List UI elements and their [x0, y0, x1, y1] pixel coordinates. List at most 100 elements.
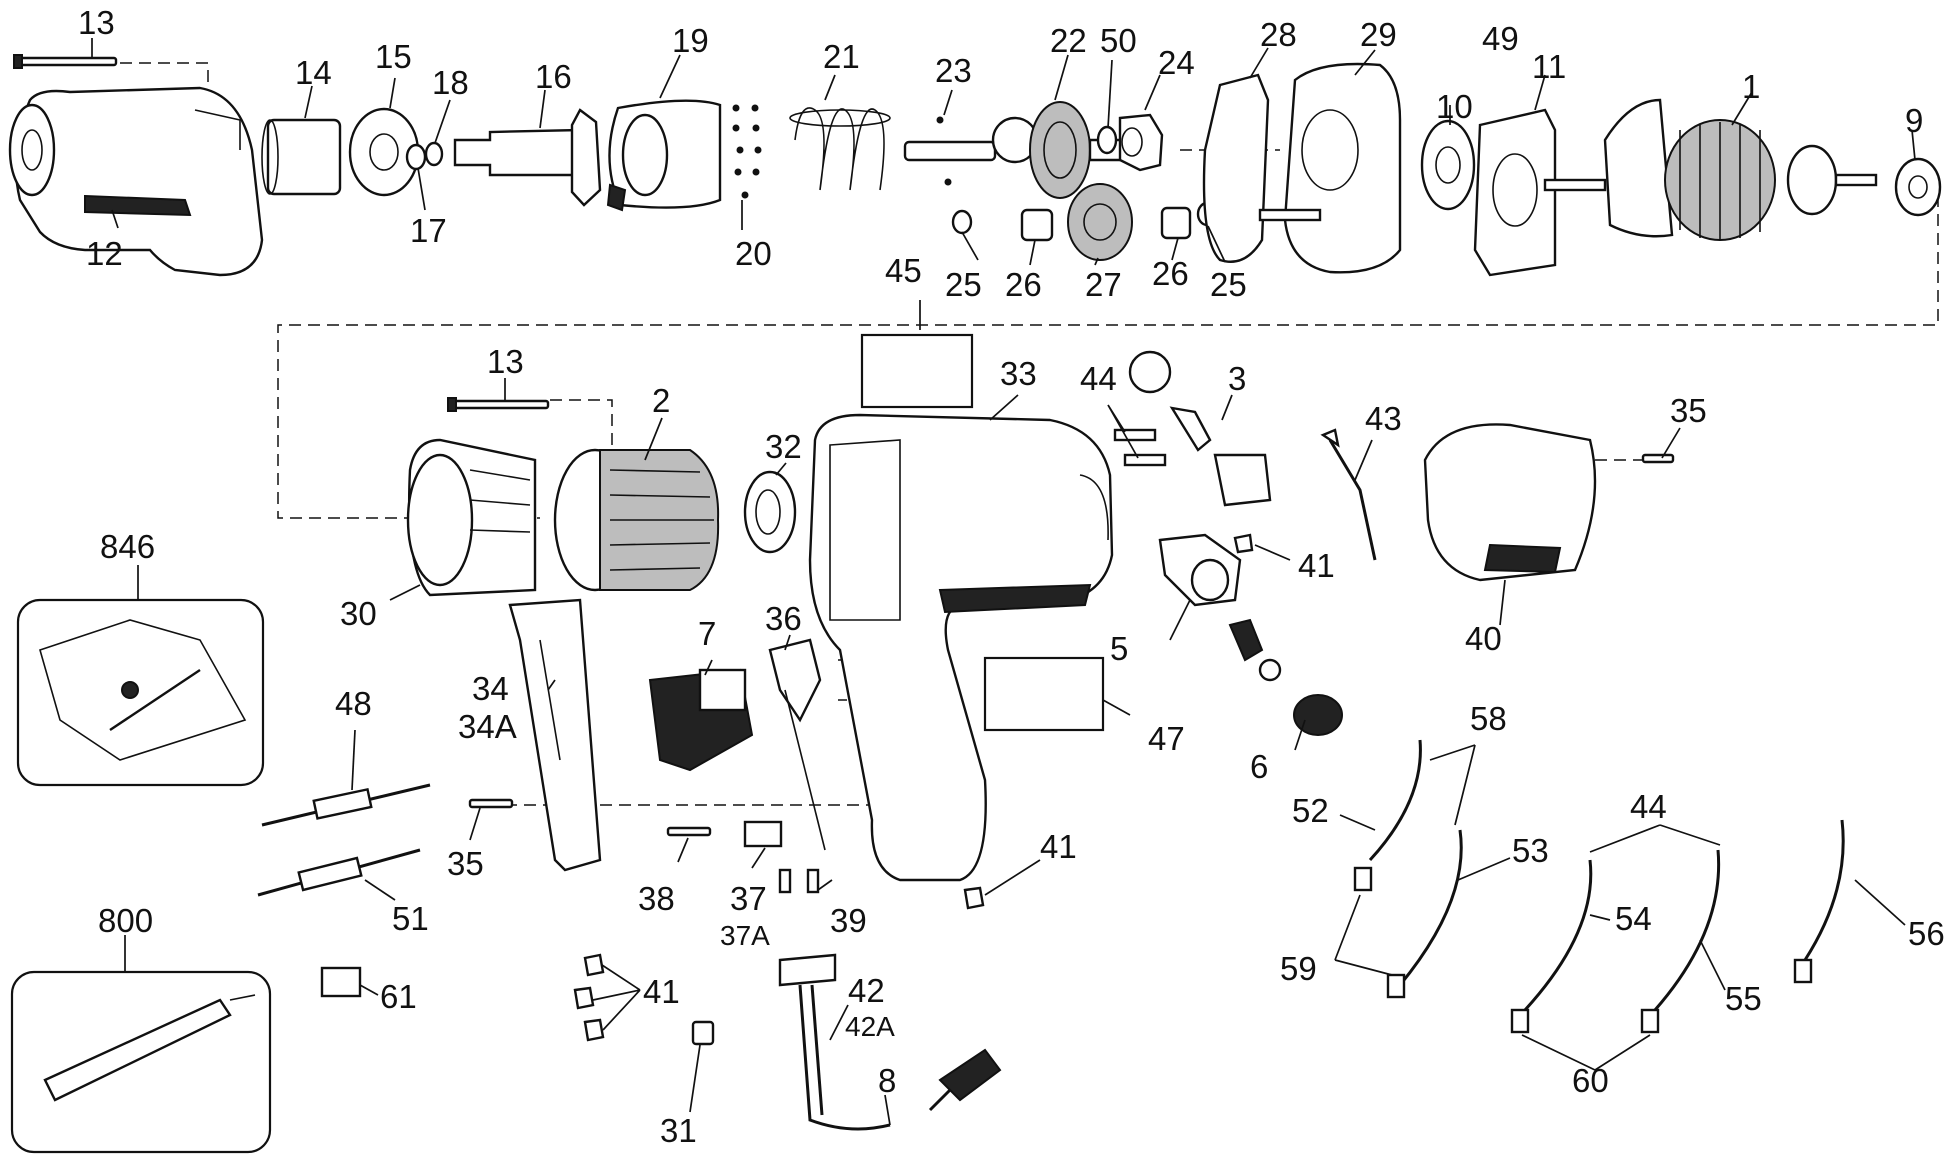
part-54-55-leads: [1510, 849, 1721, 1034]
callout-6: 6: [1250, 748, 1268, 785]
callout-20: 20: [735, 235, 772, 272]
part-21-spring: [789, 107, 891, 191]
callout-59: 59: [1280, 950, 1317, 987]
part-24-bearing: [1118, 113, 1164, 172]
part-35-screw-right: [1641, 453, 1675, 464]
callout-846: 846: [100, 528, 155, 565]
part-52-53-leads: [1353, 739, 1463, 999]
callout-29: 29: [1360, 16, 1397, 53]
part-20-balls: [732, 104, 762, 199]
callout-58: 58: [1470, 700, 1507, 737]
callout-17: 17: [410, 212, 447, 249]
part-22-spindle: [903, 101, 1127, 199]
callout-45: 45: [885, 252, 922, 289]
callout-54: 54: [1615, 900, 1652, 937]
part-33-housing: [808, 413, 1114, 882]
part-800-kit-box: [10, 970, 272, 1154]
part-23-ball: [936, 116, 952, 186]
callout-35-left: 35: [447, 845, 484, 882]
part-61-clip: [320, 966, 362, 998]
callout-60: 60: [1572, 1062, 1609, 1099]
callout-1: 1: [1742, 68, 1760, 105]
part-41-terminals-lower: [573, 886, 985, 1042]
part-3-brush-holder: [1128, 350, 1272, 507]
callout-42a: 42A: [845, 1011, 895, 1042]
callout-14: 14: [295, 54, 332, 91]
callout-9: 9: [1905, 102, 1923, 139]
part-13-screw-top: [13, 54, 118, 69]
part-30-field-case: [406, 438, 537, 597]
callout-50: 50: [1100, 22, 1137, 59]
callout-15: 15: [375, 38, 412, 75]
callout-36: 36: [765, 600, 802, 637]
callout-26-right: 26: [1152, 255, 1189, 292]
part-37-terminal-block: [743, 820, 783, 848]
callout-12: 12: [86, 235, 123, 272]
callout-25-right: 25: [1210, 266, 1247, 303]
part-51-splice: [257, 848, 421, 897]
callout-41-middle: 41: [1298, 547, 1335, 584]
callout-800: 800: [98, 902, 153, 939]
part-38-screw: [666, 826, 712, 837]
callout-24: 24: [1158, 44, 1195, 81]
callout-18: 18: [432, 64, 469, 101]
callout-27: 27: [1085, 266, 1122, 303]
callout-37: 37: [730, 880, 767, 917]
callout-34a: 34A: [458, 708, 517, 745]
callout-7: 7: [698, 615, 716, 652]
part-26-bushings: [1020, 206, 1192, 242]
callout-25-left: 25: [945, 266, 982, 303]
callout-8: 8: [878, 1062, 896, 1099]
callout-47: 47: [1148, 720, 1185, 757]
callout-33: 33: [1000, 355, 1037, 392]
callout-13-top: 13: [78, 4, 115, 41]
part-7-switch: [648, 668, 754, 772]
callout-41-right: 41: [1040, 828, 1077, 865]
part-31-connector: [691, 1020, 715, 1046]
part-1-armature: [1543, 98, 1878, 241]
part-14-sleeve: [261, 118, 342, 196]
part-17-18-rings: [405, 141, 444, 171]
part-28-gasket: [1202, 73, 1270, 263]
callout-22: 22: [1050, 22, 1087, 59]
callout-53: 53: [1512, 832, 1549, 869]
callout-35-right: 35: [1670, 392, 1707, 429]
callout-43: 43: [1365, 400, 1402, 437]
part-56-lead: [1793, 819, 1845, 984]
callout-32: 32: [765, 428, 802, 465]
part-19-hammer: [606, 99, 722, 212]
callout-48: 48: [335, 685, 372, 722]
callout-13-middle: 13: [487, 343, 524, 380]
callout-42: 42: [848, 972, 885, 1009]
callout-31: 31: [660, 1112, 697, 1149]
part-44-terminals: [1113, 428, 1167, 467]
part-29-bearing-plate: [1258, 62, 1402, 274]
callout-49: 49: [1482, 20, 1519, 57]
leader-lines: [91, 38, 1916, 1126]
callout-41-lower: 41: [643, 973, 680, 1010]
callout-23: 23: [935, 52, 972, 89]
callout-55: 55: [1725, 980, 1762, 1017]
callout-28: 28: [1260, 16, 1297, 53]
part-6-cap: [1293, 694, 1343, 736]
part-42-cord: [778, 953, 1002, 1131]
part-12-gear-case: [8, 86, 264, 277]
callout-26-left: 26: [1005, 266, 1042, 303]
callout-51: 51: [392, 900, 429, 937]
part-13-screw-middle: [447, 397, 550, 412]
part-47-label: [983, 656, 1105, 732]
callout-10: 10: [1436, 88, 1473, 125]
callout-11: 11: [1532, 48, 1566, 85]
callout-38: 38: [638, 880, 675, 917]
part-10-bearing: [1420, 119, 1476, 211]
callout-44-top: 44: [1080, 360, 1117, 397]
part-48-splice: [261, 783, 431, 827]
callout-2: 2: [652, 382, 670, 419]
part-11-baffle: [1473, 108, 1557, 277]
callout-61: 61: [380, 978, 417, 1015]
part-39-connectors: [778, 868, 820, 894]
callout-19: 19: [672, 22, 709, 59]
part-43-lead: [1320, 428, 1377, 561]
